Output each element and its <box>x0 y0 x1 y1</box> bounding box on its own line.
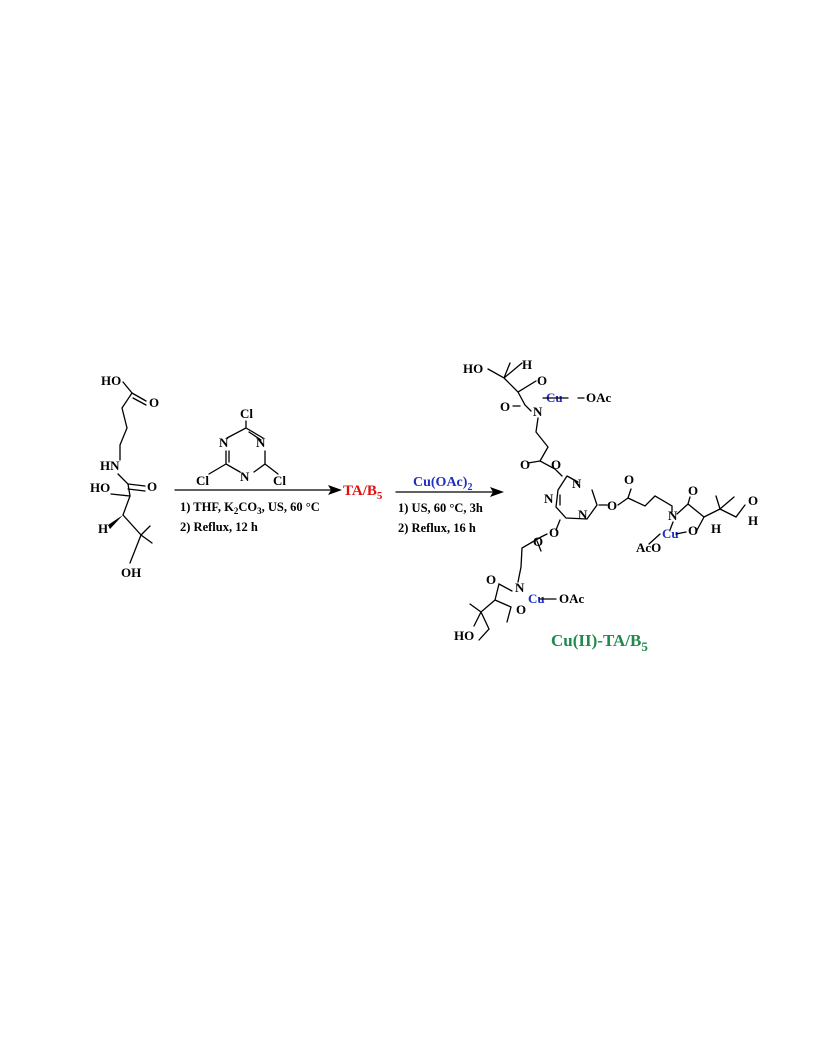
bond-acid-chain <box>110 381 153 564</box>
right-arm-h: H <box>711 521 721 536</box>
label-n2: N <box>256 435 266 450</box>
right-arm-aco: AcO <box>636 540 661 555</box>
label-o-amide: O <box>147 479 157 494</box>
label-ho-side: HO <box>90 480 110 495</box>
label-ho-acid: HO <box>101 373 121 388</box>
reaction-arrow-2: Cu(OAc)2 1) US, 60 °C, 3h 2) Reflux, 16 … <box>395 475 504 535</box>
bottom-arm-o-carbonyl: O <box>533 534 543 549</box>
step1-conditions-line2: 2) Reflux, 12 h <box>180 520 258 534</box>
top-arm-oac: OAc <box>586 390 612 405</box>
right-arm-o-carbonyl: O <box>624 472 634 487</box>
right-arm-o-link: O <box>607 498 617 513</box>
right-arm-o-terminal: O <box>748 493 758 508</box>
label-n1: N <box>219 435 229 450</box>
label-cl-right: Cl <box>273 473 286 488</box>
bottom-arm-bonds <box>469 519 561 641</box>
product-triazine-n1: N <box>572 476 582 491</box>
right-arm-o-ring: O <box>688 523 698 538</box>
bottom-arm-ho: HO <box>454 628 474 643</box>
label-h-stereo: H <box>98 521 108 536</box>
bottom-arm-o-link: O <box>549 525 559 540</box>
product-name: Cu(II)-TA/B5 <box>551 631 648 654</box>
step2-conditions-line1: 1) US, 60 °C, 3h <box>398 501 483 515</box>
top-arm-bonds <box>487 362 585 477</box>
label-n3: N <box>240 469 250 484</box>
bottom-arm-cu: Cu <box>528 591 545 606</box>
top-arm-o-ring: O <box>537 373 547 388</box>
bottom-arm-oac: OAc <box>559 591 585 606</box>
arrow-2-head <box>490 487 504 497</box>
product-triazine-n2: N <box>544 491 554 506</box>
right-arm-h-terminal: H <box>748 513 758 528</box>
label-hn: HN <box>100 458 120 473</box>
arrow-1-head <box>328 485 342 495</box>
top-arm-o-ester: O <box>520 457 530 472</box>
bottom-arm-o-ring: O <box>516 602 526 617</box>
reaction-arrow-1: 1) THF, K2CO3, US, 60 °C 2) Reflux, 12 h <box>174 485 342 534</box>
intermediate-name: TA/B5 <box>343 483 383 502</box>
label-oh: OH <box>121 565 141 580</box>
starting-material: HO O HN HO O H OH <box>90 373 159 580</box>
label-cl-top: Cl <box>240 406 253 421</box>
bottom-arm-o-lactam: O <box>486 572 496 587</box>
product-triazine-n3: N <box>578 507 588 522</box>
right-arm-o-lactam: O <box>688 483 698 498</box>
step2-conditions-line2: 2) Reflux, 16 h <box>398 521 476 535</box>
right-arm-n: N <box>668 508 678 523</box>
cyanuric-chloride: Cl Cl Cl N N N <box>196 406 286 488</box>
top-arm-o-carbonyl: O <box>500 399 510 414</box>
right-arm-bonds <box>598 488 746 545</box>
top-arm-h: H <box>522 357 532 372</box>
label-o-acid: O <box>149 395 159 410</box>
product-structure: N N N HO H O Cu OAc O N O O O O N O Cu O… <box>454 357 758 654</box>
right-arm-cu: Cu <box>662 526 679 541</box>
top-arm-o-link: O <box>551 457 561 472</box>
top-arm-n: N <box>533 404 543 419</box>
top-arm-ho: HO <box>463 361 483 376</box>
step1-conditions-line1: 1) THF, K2CO3, US, 60 °C <box>180 500 320 516</box>
step2-reagent: Cu(OAc)2 <box>413 475 472 493</box>
triazine-ring <box>208 420 279 475</box>
product-triazine-ring <box>555 475 598 520</box>
bottom-arm-n: N <box>515 580 525 595</box>
label-cl-left: Cl <box>196 473 209 488</box>
hash-wedge-h <box>108 515 123 529</box>
